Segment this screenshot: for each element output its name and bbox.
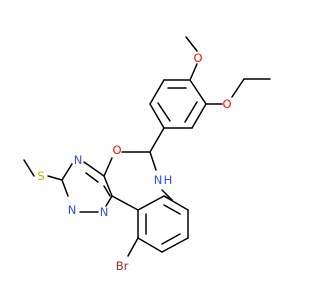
aryl-ring (149, 79, 207, 129)
atom-nh: N (154, 173, 163, 187)
atom-br: Br (116, 259, 129, 273)
atom-n-triazine-1: N (68, 203, 77, 217)
atom-n-triazine-2: N (100, 205, 109, 219)
atom-o-ethoxy: O (222, 97, 231, 111)
methoxy-group (185, 36, 198, 81)
atom-n-imine: N (74, 153, 83, 167)
molecule-structure: O O O N N N N H S Br (23, 36, 271, 273)
atom-o-ring: O (112, 143, 121, 157)
aryl-oxazepine-link (149, 127, 165, 153)
bromo-bond (127, 237, 139, 257)
atom-o-methoxy: O (193, 51, 202, 65)
bromobenzene-ring (111, 195, 189, 253)
atom-s: S (37, 169, 44, 183)
atom-nh-h: H (164, 173, 173, 187)
triazine-ring (61, 161, 113, 213)
methylthio-group (23, 159, 63, 181)
ethoxy-group (205, 78, 271, 105)
